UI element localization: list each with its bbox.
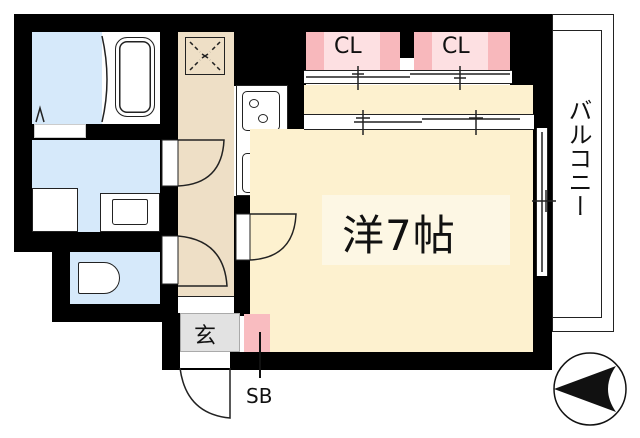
- closet-2-label: CL: [442, 34, 470, 59]
- closet-1-label: CL: [334, 34, 362, 59]
- washroom-door-arc: [177, 139, 225, 187]
- wall-top-center: [234, 14, 306, 86]
- entrance-label: 玄: [194, 324, 217, 349]
- burner-1-icon: [249, 99, 259, 108]
- toilet-wall-bottom: [52, 302, 180, 322]
- toilet-icon: [78, 262, 120, 294]
- toilet-door-arc: [177, 235, 228, 287]
- shoe-box-label: SB: [246, 384, 273, 408]
- refrigerator-space-icon: [185, 37, 225, 75]
- shoe-box: [244, 314, 270, 352]
- closet-1-inner: [324, 32, 380, 70]
- room-label-bg: [322, 195, 510, 265]
- window-marks: [532, 132, 556, 272]
- western-room-lower-left: [288, 212, 318, 352]
- compass-icon: [553, 352, 627, 426]
- balcony-label: バルコニー: [564, 98, 592, 218]
- corridor-step: [178, 296, 234, 313]
- toilet-wall-left: [52, 232, 70, 322]
- washbasin-bowl-icon: [112, 199, 148, 225]
- closet-2-inner: [432, 32, 488, 70]
- entrance-wall-left: [162, 302, 180, 368]
- entrance: [180, 313, 240, 352]
- room-door-arc: [249, 213, 297, 261]
- room-label: 洋7帖: [342, 211, 456, 260]
- entrance-door-arc: [179, 367, 231, 419]
- corridor: [178, 32, 234, 296]
- faucet-icon: [35, 105, 45, 123]
- bath-door-arc: [101, 35, 108, 123]
- closet-door-marks: [306, 66, 510, 90]
- outer-wall-left: [14, 14, 32, 250]
- partition-door-marks: [354, 110, 520, 135]
- bath-threshold: [34, 124, 86, 138]
- washing-machine-space: [32, 188, 78, 232]
- balcony-inner-line: [552, 30, 602, 318]
- bathroom: [32, 32, 102, 124]
- burner-2-icon: [258, 114, 268, 123]
- closet-divider: [400, 32, 414, 58]
- entrance-door-opening[interactable]: [180, 352, 230, 368]
- balcony: [552, 14, 614, 332]
- refrigerator-x-icon: [189, 41, 221, 71]
- bathtub-icon: [115, 37, 155, 117]
